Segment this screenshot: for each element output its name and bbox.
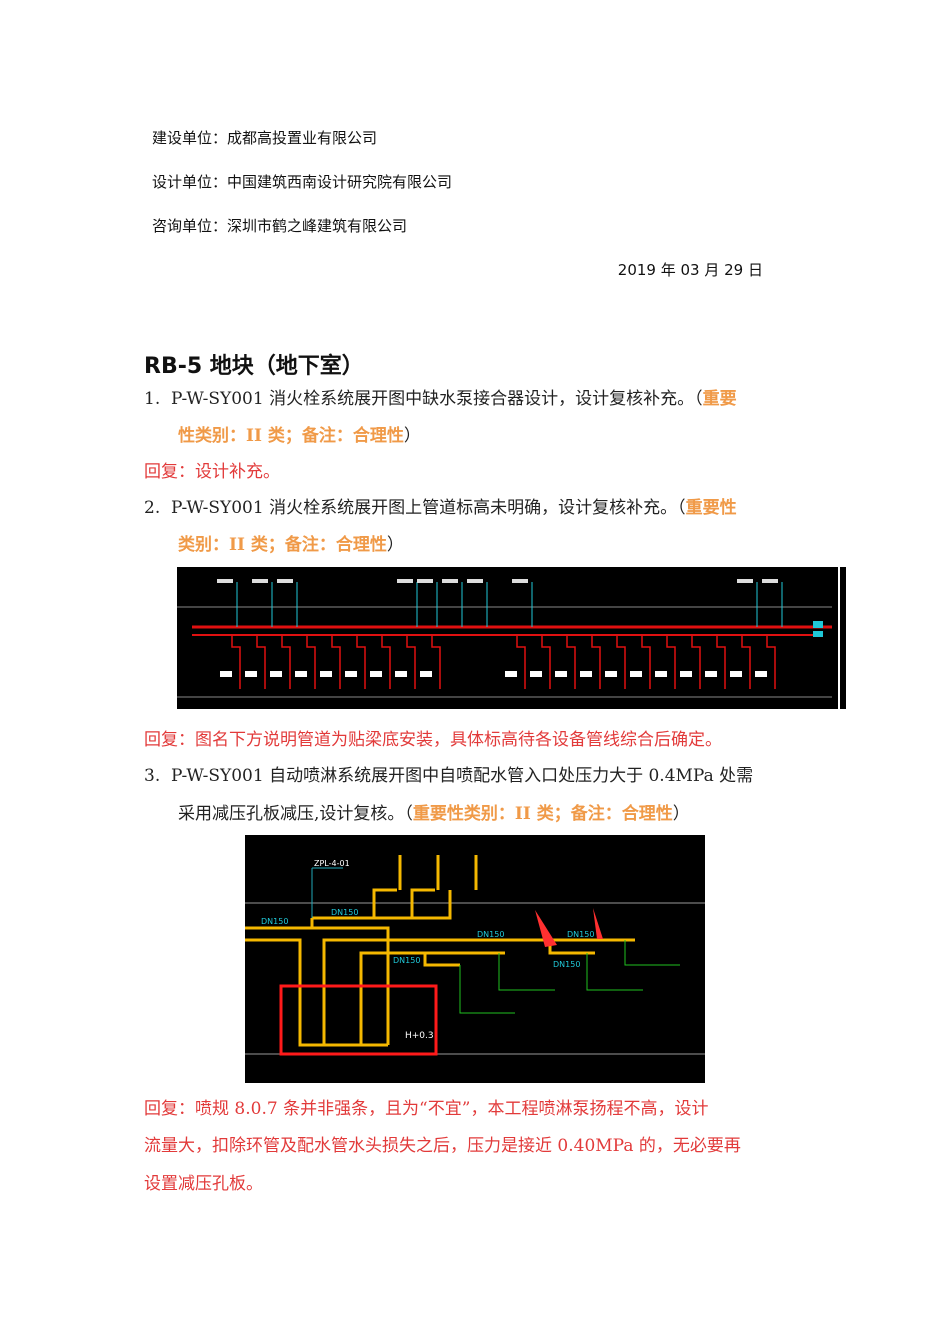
hydrant-branch	[666, 635, 676, 689]
reply-1: 回复：设计补充。	[144, 462, 280, 482]
hydrant-branch	[281, 635, 291, 689]
cad-drawing-1	[177, 567, 840, 709]
hydrant-branch	[356, 635, 366, 689]
pipe-label: DN150	[477, 930, 504, 939]
item-text: P-W-SY001 消火栓系统展开图中缺水泵接合器设计，设计复核补充。（	[171, 389, 703, 409]
hydrant-box	[555, 671, 567, 677]
design-unit: 设计单位：中国建筑西南设计研究院有限公司	[152, 173, 453, 191]
hydrant-box	[580, 671, 592, 677]
reply-3-line-2: 流量大，扣除环管及配水管水头损失之后，压力是接近 0.40MPa 的，无必要再	[144, 1136, 741, 1156]
item-text: 采用减压孔板减压,设计复核。（	[178, 804, 413, 824]
hydrant-box	[505, 671, 517, 677]
hydrant-branch	[766, 635, 776, 689]
riser-tag	[217, 579, 233, 583]
hydrant-branch	[591, 635, 601, 689]
sprinkler-system-drawing: ZPL-4-01 DN150 DN150 DN150 DN150 DN150 D…	[245, 835, 705, 1083]
date: 2019 年 03 月 29 日	[617, 261, 763, 279]
item-tag: 类别：II 类；备注：合理性	[178, 535, 387, 555]
item-3: 3. P-W-SY001 自动喷淋系统展开图中自喷配水管入口处压力大于 0.4M…	[144, 766, 753, 786]
riser-tag	[737, 579, 753, 583]
hydrant-box	[655, 671, 667, 677]
hydrant-branch	[231, 635, 241, 689]
hydrant-box	[220, 671, 232, 677]
riser-tag	[762, 579, 778, 583]
hydrant-branch	[741, 635, 751, 689]
riser-tag	[417, 579, 433, 583]
hydrant-box	[705, 671, 717, 677]
hydrant-branch	[716, 635, 726, 689]
hydrant-box	[630, 671, 642, 677]
item-tag: 重要	[702, 389, 737, 409]
hydrant-box	[530, 671, 542, 677]
hydrant-system-drawing	[177, 567, 846, 709]
paren: ）	[403, 426, 421, 446]
cad-drawing-2: ZPL-4-01 DN150 DN150 DN150 DN150 DN150 D…	[245, 855, 705, 1056]
item-number: 2.	[144, 498, 161, 518]
hydrant-box	[345, 671, 357, 677]
pipe-label: DN150	[261, 917, 288, 926]
hydrant-branch	[431, 635, 441, 689]
hydrant-box	[370, 671, 382, 677]
hydrant-branch	[691, 635, 701, 689]
riser-tag	[442, 579, 458, 583]
item-1-cont: 性类别：II 类；备注：合理性）	[178, 426, 421, 446]
riser-label: ZPL-4-01	[314, 859, 350, 868]
reply-2: 回复：图名下方说明管道为贴梁底安装，具体标高待各设备管线综合后确定。	[144, 730, 722, 750]
item-tag: 重要性类别：II 类；备注：合理性	[412, 804, 673, 824]
item-number: 1.	[144, 389, 161, 409]
hydrant-branch	[566, 635, 576, 689]
item-text: P-W-SY001 自动喷淋系统展开图中自喷配水管入口处压力大于 0.4MPa …	[171, 766, 754, 786]
hydrant-branch	[541, 635, 551, 689]
hydrant-box	[270, 671, 282, 677]
item-2: 2. P-W-SY001 消火栓系统展开图上管道标高未明确，设计复核补充。（重要…	[144, 498, 737, 518]
hydrant-box	[605, 671, 617, 677]
hydrant-box	[420, 671, 432, 677]
hydrant-box	[295, 671, 307, 677]
item-text: P-W-SY001 消火栓系统展开图上管道标高未明确，设计复核补充。（	[171, 498, 686, 518]
hydrant-box	[755, 671, 767, 677]
riser-tag	[277, 579, 293, 583]
riser-tag	[467, 579, 483, 583]
hydrant-branch	[641, 635, 651, 689]
consult-unit: 咨询单位：深圳市鹤之峰建筑有限公司	[152, 217, 408, 235]
item-1: 1. P-W-SY001 消火栓系统展开图中缺水泵接合器设计，设计复核补充。（重…	[144, 389, 737, 409]
hydrant-branch	[516, 635, 526, 689]
hydrant-box	[320, 671, 332, 677]
hydrant-branch	[256, 635, 266, 689]
section-title: RB-5 地块（地下室）	[144, 354, 364, 379]
hydrant-branch	[406, 635, 416, 689]
hydrant-box	[730, 671, 742, 677]
elevation-label: H+0.3	[405, 1031, 434, 1041]
pipe-label: DN150	[567, 930, 594, 939]
item-number: 3.	[144, 766, 161, 786]
pipe-label: DN150	[553, 960, 580, 969]
hydrant-branch	[306, 635, 316, 689]
hydrant-box	[680, 671, 692, 677]
riser-tag	[397, 579, 413, 583]
pipe-label: DN150	[331, 908, 358, 917]
paren: ）	[386, 535, 404, 555]
riser-tag	[512, 579, 528, 583]
paren: ）	[672, 804, 690, 824]
item-2-cont: 类别：II 类；备注：合理性）	[178, 535, 404, 555]
construction-unit: 建设单位：成都高投置业有限公司	[152, 129, 378, 147]
reply-3-line-1: 回复：喷规 8.0.7 条并非强条，且为“不宜”，本工程喷淋泵扬程不高，设计	[144, 1099, 709, 1119]
item-tag: 性类别：II 类；备注：合理性	[178, 426, 404, 446]
hydrant-box	[245, 671, 257, 677]
hydrant-branch	[616, 635, 626, 689]
hydrant-box	[395, 671, 407, 677]
hydrant-branch	[381, 635, 391, 689]
item-tag: 重要性	[685, 498, 737, 518]
riser-tag	[252, 579, 268, 583]
hydrant-branch	[331, 635, 341, 689]
reply-3-line-3: 设置减压孔板。	[144, 1174, 263, 1194]
item-3-cont: 采用减压孔板减压,设计复核。（重要性类别：II 类；备注：合理性）	[178, 804, 690, 824]
pipe-label: DN150	[393, 956, 420, 965]
